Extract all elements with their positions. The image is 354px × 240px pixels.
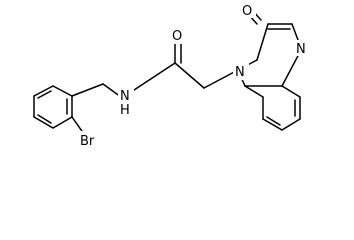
bond-c-ch2 xyxy=(174,62,205,89)
amide-nitrogen-label: N xyxy=(120,89,130,104)
amide-hydrogen-label: H xyxy=(120,103,130,118)
bond xyxy=(33,85,54,97)
bond xyxy=(52,116,73,129)
ring-oxygen-label: O xyxy=(242,4,252,19)
bromophenyl-ring xyxy=(33,85,73,129)
ring-nitrogen-4-label: N xyxy=(296,42,306,57)
ring-nitrogen-1-label: N xyxy=(235,65,245,80)
double-bond-inner xyxy=(266,116,281,126)
double-bond-inner xyxy=(37,114,52,124)
bromine-label: Br xyxy=(80,134,95,149)
bond xyxy=(52,85,73,97)
bond-ch2-n1 xyxy=(203,69,239,89)
molecule-structure-diagram: Br N H O N N O xyxy=(33,4,306,149)
bond xyxy=(244,85,264,98)
double-bond-inner xyxy=(37,90,52,99)
bond xyxy=(281,51,301,87)
bond xyxy=(291,23,299,41)
bond xyxy=(281,85,301,98)
bond-n-c xyxy=(130,62,176,93)
bond xyxy=(262,118,283,131)
carbonyl-oxygen-label: O xyxy=(172,29,182,44)
bond xyxy=(33,116,54,129)
bond-ring-ch2 xyxy=(71,83,104,97)
fused-benzene-ring xyxy=(244,85,301,131)
bond xyxy=(281,118,301,131)
bond xyxy=(256,23,269,61)
